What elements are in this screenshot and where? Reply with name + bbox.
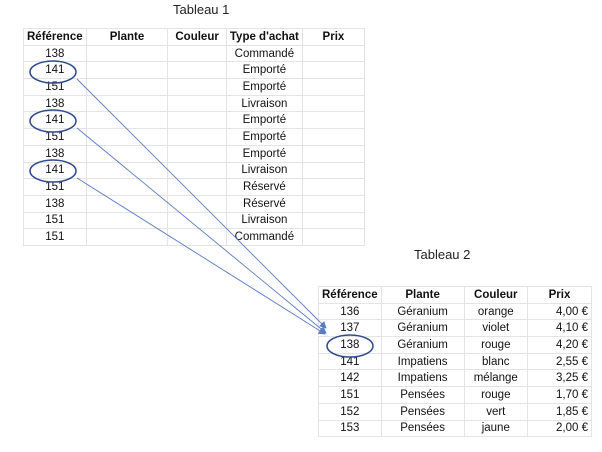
highlight-ellipse bbox=[326, 334, 374, 358]
table-row: 151 Emporté bbox=[23, 78, 366, 96]
table-cell bbox=[301, 228, 366, 246]
table-cell: 138 bbox=[23, 94, 87, 113]
table-cell: Livraison bbox=[225, 161, 303, 180]
table-row: 138 Livraison bbox=[23, 94, 366, 113]
table-row: 151 Livraison bbox=[23, 211, 366, 230]
table-cell: Emporté bbox=[225, 111, 303, 130]
table-cell: Réservé bbox=[225, 194, 303, 213]
table-cell: Emporté bbox=[225, 61, 303, 80]
table-cell bbox=[301, 78, 366, 96]
column-header: Couleur bbox=[463, 286, 529, 304]
table-cell: Emporté bbox=[225, 78, 303, 96]
table-cell: 4,10 € bbox=[527, 319, 592, 338]
column-header: Plante bbox=[380, 286, 465, 304]
column-header: Prix bbox=[527, 286, 592, 304]
table-cell: jaune bbox=[463, 419, 529, 438]
table-cell: 1,85 € bbox=[527, 402, 592, 421]
highlight-ellipse bbox=[29, 60, 77, 84]
column-header: Référence bbox=[23, 28, 87, 46]
table-cell: 141 bbox=[23, 161, 87, 180]
table2-title: Tableau 2 bbox=[414, 247, 471, 262]
arrow-line bbox=[76, 78, 327, 329]
table-cell: 4,20 € bbox=[527, 336, 592, 354]
column-header: Référence bbox=[318, 286, 382, 304]
table-cell: 153 bbox=[318, 419, 382, 438]
table-cell: Livraison bbox=[225, 94, 303, 113]
table-cell: 151 bbox=[23, 211, 87, 230]
highlight-ellipse bbox=[29, 109, 77, 133]
table1-title: Tableau 1 bbox=[173, 2, 230, 17]
table-cell bbox=[301, 94, 366, 113]
arrow-line bbox=[76, 127, 327, 334]
highlight-ellipse bbox=[29, 159, 77, 183]
table-cell: orange bbox=[463, 302, 529, 321]
table-cell: Commandé bbox=[225, 228, 303, 246]
table-cell bbox=[85, 228, 169, 246]
table-cell bbox=[85, 78, 169, 96]
arrow-line bbox=[76, 177, 326, 335]
table-cell: Pensées bbox=[380, 419, 465, 438]
column-header: Prix bbox=[301, 28, 366, 46]
table-cell bbox=[85, 61, 169, 80]
table-cell: vert bbox=[463, 402, 529, 421]
table-cell: 151 bbox=[23, 78, 87, 96]
table-cell: Livraison bbox=[225, 211, 303, 230]
table-cell bbox=[301, 61, 366, 80]
table-cell: 2,00 € bbox=[527, 419, 592, 438]
